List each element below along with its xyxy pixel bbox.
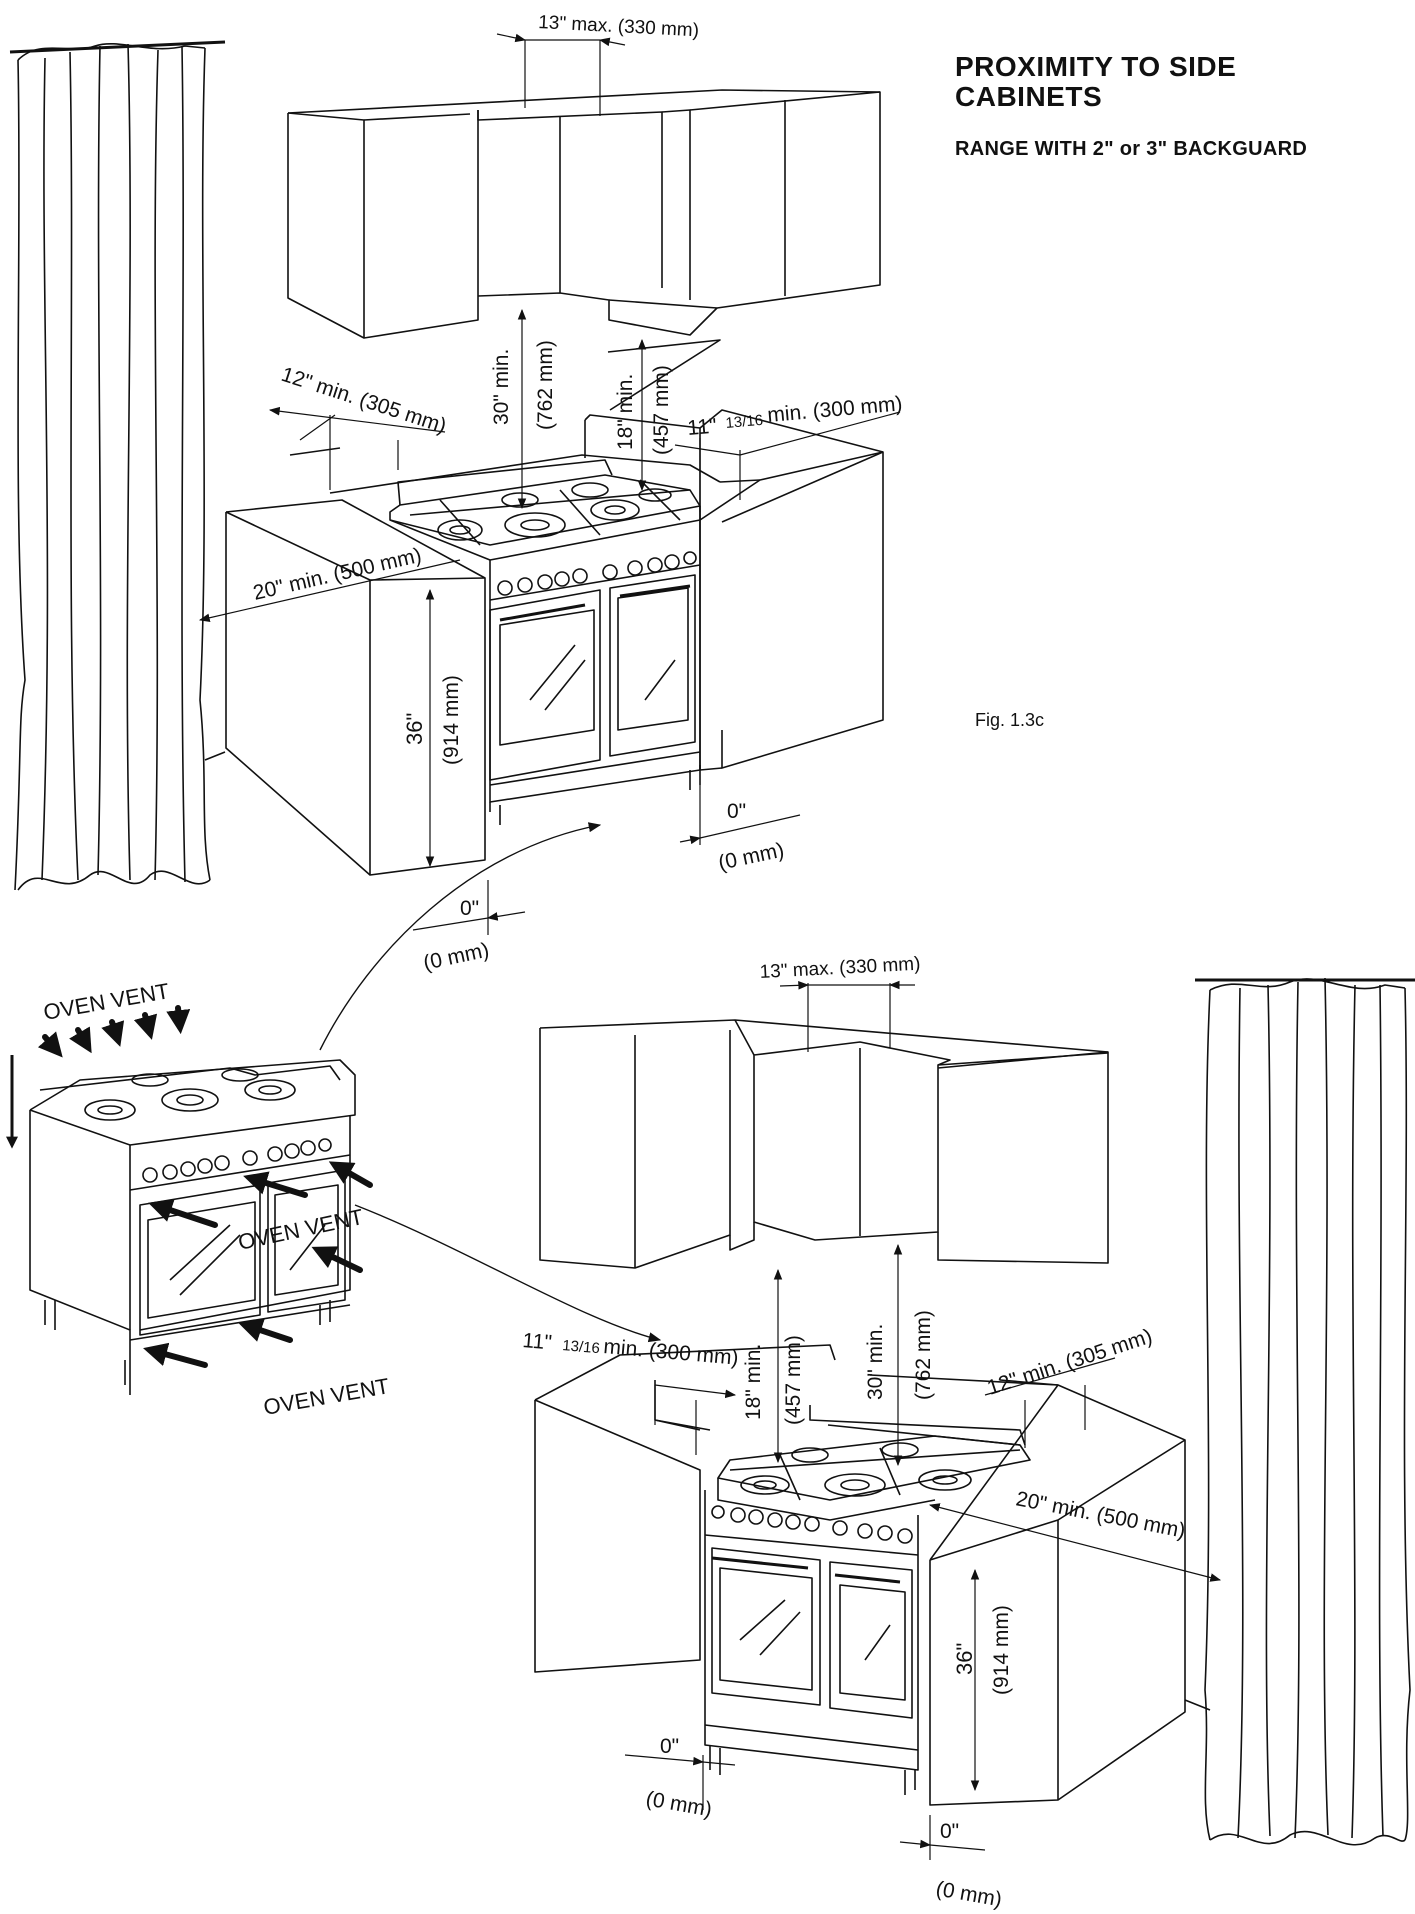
vent-range bbox=[5, 1005, 373, 1395]
top-upper-clearance-label: 30" min. bbox=[490, 349, 513, 425]
bottom-zero-right-mm-label: (0 mm) bbox=[934, 1877, 1003, 1911]
vent-label-top: OVEN VENT bbox=[42, 978, 172, 1025]
bottom-zero-right-label: 0" bbox=[940, 1820, 959, 1843]
base-cabinets-bottom bbox=[534, 1344, 1211, 1806]
top-upper-clearance-mm-label: (762 mm) bbox=[534, 340, 557, 430]
top-rear-right-fraction-label: 13/16 bbox=[725, 412, 764, 432]
bottom-rear-right-label: 12" min. (305 mm) bbox=[984, 1325, 1155, 1400]
upper-cabinets-bottom bbox=[539, 1019, 1109, 1269]
top-dimensions bbox=[198, 33, 901, 935]
curtain-right bbox=[1195, 977, 1415, 1846]
bottom-height-label: 36" bbox=[952, 1643, 977, 1675]
vent-label-bottom: OVEN VENT bbox=[262, 1373, 392, 1420]
top-hood-gap-label: 13" max. (330 mm) bbox=[538, 12, 700, 41]
bottom-rear-left-inch-label: 11" bbox=[522, 1329, 553, 1354]
bottom-dimensions bbox=[624, 980, 1222, 1860]
bottom-height-mm-label: (914 mm) bbox=[990, 1605, 1013, 1695]
top-rear-right-label: min. (300 mm) bbox=[766, 392, 903, 427]
bottom-rear-left-label: min. (300 mm) bbox=[603, 1335, 740, 1370]
range-bottom bbox=[704, 1405, 1031, 1795]
bottom-side-wall-label: 20" min. (500 mm) bbox=[1014, 1487, 1187, 1542]
page-title: PROXIMITY TO SIDE CABINETS bbox=[955, 51, 1237, 112]
bottom-upper-clearance-mm-label: (762 mm) bbox=[912, 1310, 935, 1400]
bottom-hood-gap-label: 13" max. (330 mm) bbox=[759, 954, 921, 983]
bottom-rear-left-fraction-label: 13/16 bbox=[562, 1337, 601, 1357]
page-subtitle: RANGE WITH 2" or 3" BACKGUARD bbox=[955, 138, 1308, 160]
top-height-label: 36" bbox=[402, 713, 427, 745]
top-rear-left-label: 12" min. (305 mm) bbox=[278, 363, 449, 438]
bottom-side-clearance-label: 18" min. bbox=[742, 1344, 765, 1420]
bottom-zero-left-label: 0" bbox=[660, 1735, 679, 1758]
top-zero-right-label: 0" bbox=[727, 800, 746, 823]
curtain-left bbox=[9, 40, 226, 891]
bottom-side-clearance-mm-label: (457 mm) bbox=[782, 1335, 805, 1425]
figure-label: Fig. 1.3c bbox=[975, 710, 1045, 730]
top-zero-left-label: 0" bbox=[460, 897, 479, 920]
title-block: PROXIMITY TO SIDE CABINETS RANGE WITH 2"… bbox=[955, 52, 1307, 161]
top-zero-right-mm-label: (0 mm) bbox=[716, 839, 786, 875]
top-side-clearance-label: 18" min. bbox=[614, 374, 637, 450]
top-rear-right-inch-label: 11" bbox=[686, 415, 717, 440]
top-side-clearance-mm-label: (457 mm) bbox=[650, 365, 673, 455]
top-height-mm-label: (914 mm) bbox=[440, 675, 463, 765]
bottom-upper-clearance-label: 30" min. bbox=[864, 1324, 887, 1400]
top-zero-left-mm-label: (0 mm) bbox=[421, 939, 491, 975]
range-top bbox=[389, 459, 701, 825]
upper-cabinets-top bbox=[287, 89, 881, 339]
